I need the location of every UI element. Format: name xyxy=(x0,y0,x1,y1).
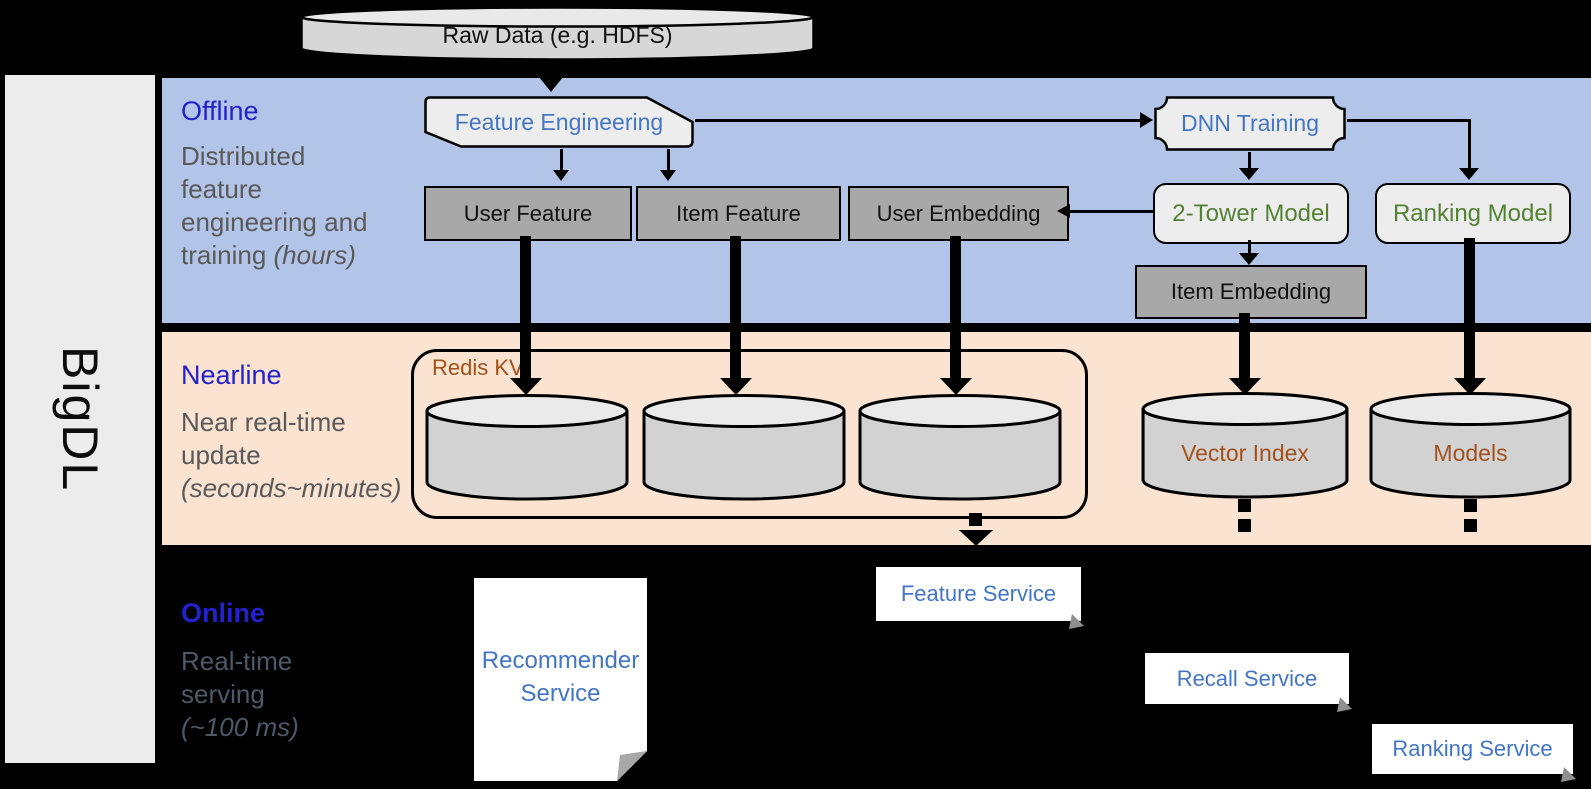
node-user-feature: User Feature xyxy=(424,186,632,241)
node-ranking-model: Ranking Model xyxy=(1375,183,1571,244)
bigdl-logo-text: BigDL xyxy=(52,345,108,493)
node-models: Models xyxy=(1368,390,1573,502)
arrow-rawdata-to-featureengineering xyxy=(549,60,554,78)
feature-service-label: Feature Service xyxy=(900,581,1057,606)
node-ranking-service: Ranking Service xyxy=(1372,724,1576,782)
arrowhead-down-icon xyxy=(539,77,563,92)
node-two-tower-model: 2-Tower Model xyxy=(1153,183,1349,244)
node-dnn-training: DNN Training xyxy=(1153,95,1347,152)
node-feature-engineering: Feature Engineering xyxy=(423,95,695,149)
arrowhead-down-icon xyxy=(510,378,542,395)
snip-corner-shape xyxy=(424,96,694,148)
arrow-featureengineering-to-userfeature xyxy=(560,149,563,171)
page-fold-icon xyxy=(1561,767,1576,782)
arrowhead-down-icon xyxy=(660,170,676,181)
node-item-embedding: Item Embedding xyxy=(1135,265,1367,319)
arrow-dnntraining-to-rankingmodel-horizontal xyxy=(1347,119,1471,122)
arrowhead-down-icon xyxy=(720,378,752,395)
vector-index-label: Vector Index xyxy=(1181,439,1309,466)
offline-desc-line1: Distributed xyxy=(181,141,306,171)
arrow-featureengineering-to-dnntraining xyxy=(695,119,1140,122)
offline-desc-line4: training (hours) xyxy=(181,240,356,270)
online-description: Real-time serving (~100 ms) xyxy=(181,645,299,744)
recommender-service-label: Recommender Service xyxy=(481,647,640,707)
database-cylinder-icon xyxy=(1141,392,1349,499)
nearline-desc-line2: update xyxy=(181,440,261,470)
node-recall-service: Recall Service xyxy=(1145,653,1352,712)
plaque-shape xyxy=(1154,96,1346,151)
arrowhead-down-icon xyxy=(553,170,569,181)
offline-desc-line2: feature xyxy=(181,174,262,204)
dashed-link-models-to-rankingservice xyxy=(1464,499,1477,512)
arrowhead-down-icon xyxy=(1229,378,1261,395)
online-desc-line3: (~100 ms) xyxy=(181,712,299,742)
offline-description: Distributed feature engineering and trai… xyxy=(181,140,368,272)
redis-kv-container xyxy=(411,349,1088,519)
dashed-link-vectorindex-to-recallservice xyxy=(1238,499,1251,512)
models-label: Models xyxy=(1433,439,1508,466)
arrow-dnntraining-to-rankingmodel-vertical xyxy=(1468,119,1471,169)
recall-service-label: Recall Service xyxy=(1176,665,1318,691)
node-vector-index: Vector Index xyxy=(1140,390,1350,502)
database-cylinder-icon xyxy=(1369,392,1572,499)
database-cylinder-icon xyxy=(300,6,815,61)
feature-engineering-label: Feature Engineering xyxy=(454,108,664,135)
arrowhead-down-icon xyxy=(1459,168,1479,180)
bigdl-sidebar: BigDL xyxy=(5,75,155,763)
node-recommender-service: Recommender Service xyxy=(474,578,647,781)
database-cylinder-icon xyxy=(642,394,846,501)
dashed-link-vectorindex-to-recallservice xyxy=(1238,519,1251,532)
page-fold-icon xyxy=(1337,697,1352,712)
redis-cylinder-1 xyxy=(424,392,630,509)
arrowhead-down-icon xyxy=(959,530,993,546)
database-cylinder-icon xyxy=(858,394,1062,501)
node-user-embedding: User Embedding xyxy=(848,186,1069,241)
arrow-userembedding-to-redis xyxy=(950,236,961,378)
arrowhead-down-icon xyxy=(1239,168,1259,180)
node-raw-data: Raw Data (e.g. HDFS) xyxy=(299,5,816,63)
database-cylinder-icon xyxy=(425,394,629,501)
arrow-userfeature-to-redis xyxy=(520,236,531,378)
arrowhead-down-icon xyxy=(940,378,972,395)
dashed-link-models-to-rankingservice xyxy=(1464,519,1477,532)
ranking-service-label: Ranking Service xyxy=(1392,736,1553,761)
online-title: Online xyxy=(181,598,266,628)
redis-kv-label: Redis KV xyxy=(432,355,524,380)
node-item-feature: Item Feature xyxy=(636,186,841,241)
arrowhead-down-icon xyxy=(1239,253,1259,265)
arrowhead-left-icon xyxy=(1057,204,1070,218)
online-desc-line2: serving xyxy=(181,679,265,709)
arrow-itemfeature-to-redis xyxy=(730,236,741,378)
arrowhead-right-icon xyxy=(1140,112,1153,128)
offline-desc-line3: engineering and xyxy=(181,207,368,237)
raw-data-label: Raw Data (e.g. HDFS) xyxy=(442,22,673,48)
node-feature-service: Feature Service xyxy=(876,567,1084,629)
redis-cylinder-3 xyxy=(857,392,1063,509)
arrow-dnntraining-to-twotower xyxy=(1248,152,1251,169)
arrow-twotower-to-itemembedding xyxy=(1248,240,1251,254)
document-icon xyxy=(474,578,647,781)
dnn-training-label: DNN Training xyxy=(1180,110,1320,136)
nearline-desc-line1: Near real-time xyxy=(181,407,346,437)
online-desc-line1: Real-time xyxy=(181,646,293,676)
dashed-link-redis-to-featureservice xyxy=(969,513,982,526)
arrow-rankingmodel-to-models xyxy=(1464,238,1475,378)
arrowhead-down-icon xyxy=(1454,378,1486,395)
arrow-twotower-to-userembedding xyxy=(1070,210,1153,213)
page-fold-icon xyxy=(1069,614,1084,629)
redis-cylinder-2 xyxy=(641,392,847,509)
offline-title: Offline xyxy=(181,96,259,126)
nearline-description: Near real-time update (seconds~minutes) xyxy=(181,406,401,505)
arrow-itemembedding-to-vectorindex xyxy=(1239,313,1250,378)
nearline-desc-line3: (seconds~minutes) xyxy=(181,473,402,503)
arrow-featureengineering-to-itemfeature xyxy=(667,149,670,171)
nearline-title: Nearline xyxy=(181,360,282,390)
